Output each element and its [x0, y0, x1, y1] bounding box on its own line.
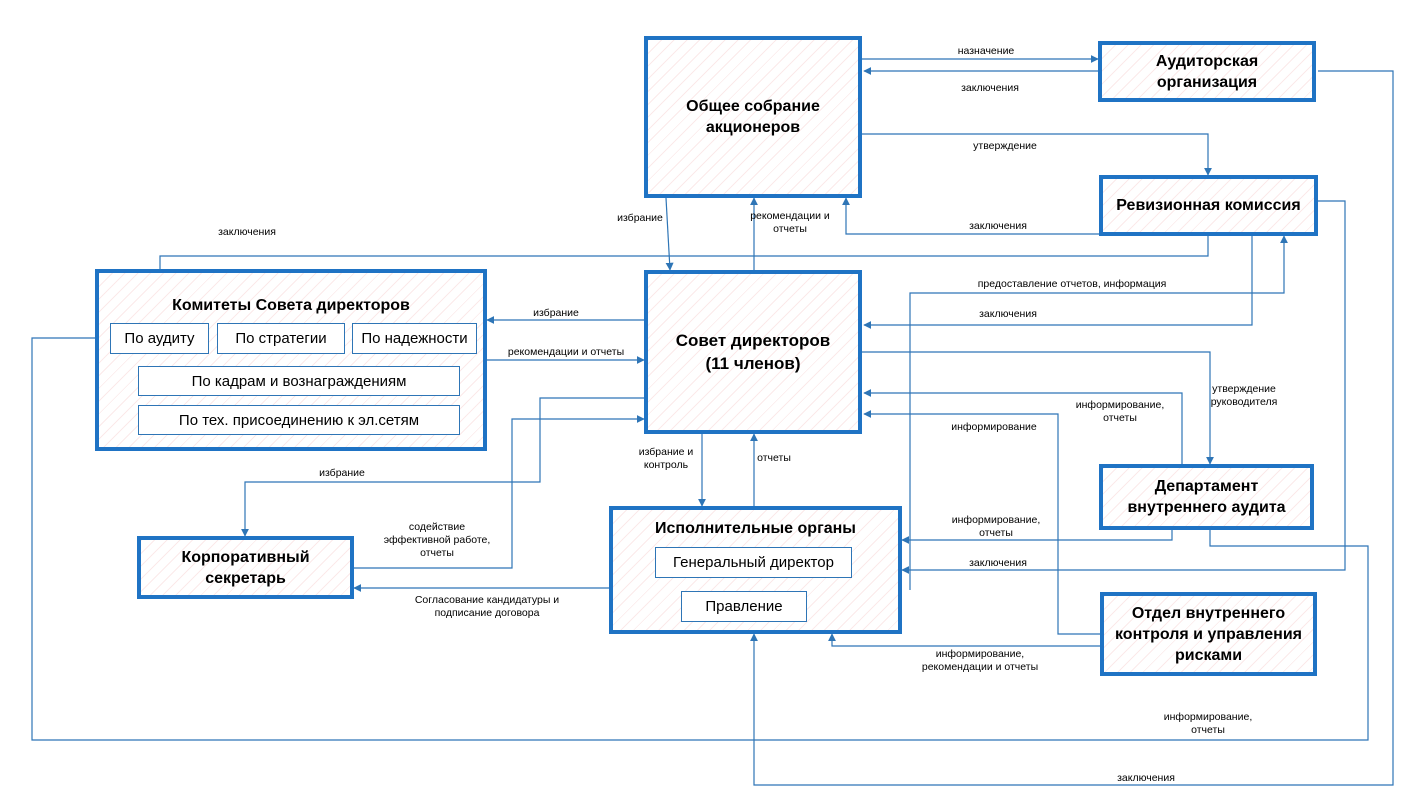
label-reports-exec: отчеты [757, 452, 791, 464]
revision-commission-box: Ревизионная комиссия [1099, 175, 1318, 236]
board-of-directors-label: Совет директоров (11 членов) [675, 331, 831, 373]
label-informing-recommendations: информирование, рекомендации и отчеты [921, 648, 1039, 673]
label-election-secretary: избрание [319, 467, 365, 479]
label-conclusions-bottom: заключения [1117, 772, 1175, 784]
label-conclusions-committee: заключения [218, 226, 276, 238]
edge-approval [862, 133, 1212, 176]
edge-informing-control [863, 410, 1100, 635]
management-board: Правление [681, 591, 807, 622]
label-conclusions-board-revision: заключения [979, 308, 1037, 320]
committee-hr: По кадрам и вознаграждениям [138, 366, 460, 396]
corporate-secretary-box: Корпоративный секретарь [137, 536, 354, 599]
committee-reliability: По надежности [352, 323, 477, 354]
label-election-control-exec: избрание и контроль [638, 446, 694, 471]
label-informing-reports-bottom: информирование, отчеты [1163, 711, 1253, 736]
edge-informing-reports-bottom [31, 334, 1369, 741]
general-meeting-box: Общее собрание акционеров [644, 36, 862, 198]
general-director: Генеральный директор [655, 547, 852, 578]
label-conclusions-revision: заключения [969, 220, 1027, 232]
label-assist-secretary: содействие эффективной работе, отчеты [383, 521, 491, 559]
edge-informing-reports-exec [901, 530, 1173, 544]
label-reports-info-revision: предоставление отчетов, информация [977, 278, 1167, 290]
edge-election-secretary [241, 397, 646, 537]
general-meeting-label: Общее собрание акционеров [686, 98, 820, 136]
committees-title: Комитеты Совета директоров [172, 297, 410, 314]
edge-conclusions-bottom [750, 70, 1394, 786]
executive-bodies-title: Исполнительные органы [655, 520, 856, 537]
revision-commission-label: Ревизионная комиссия [1116, 197, 1301, 214]
label-informing-reports-exec: информирование, отчеты [951, 514, 1041, 539]
internal-control-dept-label: Отдел внутреннего контроля и управления … [1115, 604, 1302, 664]
label-informing-control: информирование [951, 421, 1037, 433]
label-recommendations-committees: рекомендации и отчеты [507, 346, 625, 358]
edge-assist-secretary [352, 415, 645, 569]
audit-organization-label: Аудиторская организация [1155, 52, 1259, 91]
label-conclusions-exec: заключения [969, 557, 1027, 569]
edge-informing-reports-dept [863, 389, 1183, 464]
label-election-committees: избрание [533, 307, 579, 319]
internal-audit-dept-label: Департамент внутреннего аудита [1127, 478, 1286, 516]
edge-reports-info-revision [909, 235, 1288, 590]
edge-informing-recommendations [828, 633, 1100, 647]
label-election-meeting: избрание [617, 212, 663, 224]
internal-control-dept-box: Отдел внутреннего контроля и управления … [1100, 592, 1317, 676]
edge-conclusions-board-revision [863, 236, 1253, 329]
internal-audit-dept-box: Департамент внутреннего аудита [1099, 464, 1314, 530]
committee-strategy: По стратегии [217, 323, 345, 354]
label-approval-head: утверждение руководителя [1210, 383, 1278, 408]
committee-grid-connection: По тех. присоединению к эл.сетям [138, 405, 460, 435]
label-recommendations-meeting: рекомендации и отчеты [750, 210, 830, 235]
label-appointment: назначение [957, 45, 1015, 57]
board-of-directors-box: Совет директоров (11 членов) [644, 270, 862, 434]
edge-election-meeting [665, 197, 674, 271]
committee-audit: По аудиту [110, 323, 209, 354]
audit-organization-box: Аудиторская организация [1098, 41, 1316, 102]
label-conclusions-audit: заключения [961, 82, 1019, 94]
edge-approval-head [862, 351, 1214, 465]
edge-conclusions-revision [842, 197, 1101, 235]
label-approval-candidate: Согласование кандидатуры и подписание до… [414, 594, 560, 619]
corporate-secretary-label: Корпоративный секретарь [181, 548, 310, 587]
label-informing-reports-dept: информирование, отчеты [1075, 399, 1165, 424]
label-approval: утверждение [973, 140, 1037, 152]
edge-conclusions-exec [901, 200, 1346, 574]
